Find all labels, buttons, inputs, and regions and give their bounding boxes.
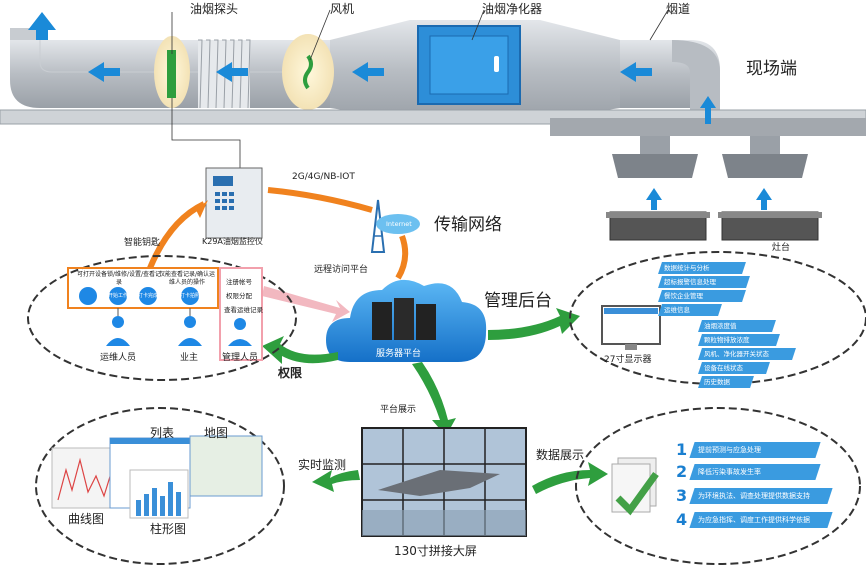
list-label: 列表 <box>150 426 175 440</box>
duct-system: ≈ ≈ <box>0 9 866 241</box>
backend-arrow <box>488 308 580 340</box>
step-2: 打卡拍照 <box>179 293 200 299</box>
server-label: 服务器平台 <box>376 349 422 359</box>
map-label: 地图 <box>204 426 229 440</box>
feature-top-0: 数据统计与分析 <box>658 262 746 274</box>
stoves: ≈ ≈ <box>606 199 822 241</box>
report-icon <box>611 457 659 516</box>
benefits-ellipse <box>575 407 861 565</box>
benefit-num-3: 3 <box>676 486 688 505</box>
onsite-label: 现场端 <box>746 59 797 79</box>
platform-show-label: 平台展示 <box>380 405 417 415</box>
line-chart-label: 曲线图 <box>68 512 105 526</box>
monitoring-charts <box>51 435 263 519</box>
ops-ellipse <box>27 255 297 381</box>
feature-bottom-1: 颗粒物排放浓度 <box>698 334 780 346</box>
wireless-link <box>267 187 373 213</box>
fan-label: 风机 <box>330 2 355 16</box>
fan-blade <box>303 54 313 90</box>
benefit-3: 为环境执法、调查处理提供数据支持 <box>689 488 833 504</box>
flow-left-text: 可打开设备锁/维修/设置/查看记录 <box>76 271 162 286</box>
realtime-arrow <box>312 470 360 492</box>
smart-key-link <box>147 201 206 270</box>
platform-arrow <box>412 362 456 436</box>
smart-key-label: 智能钥匙 <box>124 238 161 248</box>
probe-label: 油烟探头 <box>190 2 239 16</box>
bar-chart-label: 柱形图 <box>150 522 187 536</box>
up-arrow-outlet <box>28 12 56 40</box>
feature-bottom-2: 风机、净化器开关状态 <box>698 348 796 360</box>
benefit-4: 为应急指挥、调度工作提供科学依据 <box>689 512 833 528</box>
stove-label: 灶台 <box>772 243 791 253</box>
server-cloud <box>326 279 487 362</box>
airflow-arrows <box>28 12 772 210</box>
feature-top-2: 餐饮企业管理 <box>658 290 746 302</box>
left-arrow <box>88 62 120 82</box>
role-admin: 管理人员 <box>222 353 259 363</box>
feature-top-3: 运维信息 <box>658 304 722 316</box>
left-arrow <box>216 62 248 82</box>
permission-arrow <box>262 336 338 364</box>
internet-label: Internet <box>386 220 412 228</box>
monitor27-label: 27寸显示器 <box>604 355 652 365</box>
permission-label: 权限 <box>278 366 303 380</box>
realtime-label: 实时监测 <box>298 458 347 472</box>
remote-access-label: 远程访问平台 <box>314 265 369 275</box>
flow-mid-text: 仅能查看记录/确认运维人员的操作 <box>158 271 216 286</box>
network-label: 传输网络 <box>434 215 502 235</box>
big-screen-label: 130寸拼接大屏 <box>394 544 477 558</box>
admin-item-2: 查看运维记录 <box>224 306 263 314</box>
probe-sensor <box>167 50 176 98</box>
display-27 <box>601 305 661 350</box>
antenna-tower <box>370 199 420 253</box>
benefit-2: 降低污染事故发生率 <box>689 464 821 480</box>
feature-bottom-3: 设备在线状态 <box>698 362 770 374</box>
big-screen <box>361 427 527 537</box>
backend-label: 管理后台 <box>484 291 552 311</box>
step-1: 打卡完成 <box>137 293 158 299</box>
feature-bottom-4: 历史数据 <box>698 376 754 388</box>
flue-label: 烟道 <box>666 2 691 16</box>
k29a-monitor <box>205 167 263 239</box>
person-icons <box>106 316 252 346</box>
role-owner: 业主 <box>180 353 199 363</box>
left-arrow <box>620 62 652 82</box>
remote-access-arrow <box>262 286 350 322</box>
range-hoods <box>612 136 808 178</box>
admin-item-0: 注册帐号 <box>226 278 252 286</box>
monitoring-ellipse <box>35 407 285 565</box>
data-show-arrow <box>532 462 608 494</box>
feature-top-1: 超标报警信息处理 <box>658 276 750 288</box>
data-show-label: 数据展示 <box>536 448 585 462</box>
benefit-num-2: 2 <box>676 462 688 481</box>
up-arrow-flue <box>700 96 716 124</box>
ops-flow-box <box>67 267 219 309</box>
benefit-1: 提前预测与应急处理 <box>689 442 821 458</box>
benefit-num-1: 1 <box>676 440 688 459</box>
green-arrows <box>262 308 608 494</box>
step-0: 开始工作 <box>107 293 128 299</box>
left-arrow <box>352 62 384 82</box>
admin-item-1: 权限分配 <box>226 292 252 300</box>
purifier-label: 油烟净化器 <box>482 2 543 16</box>
monitor-label: K29A油烟监控仪 <box>202 237 263 246</box>
ceiling-beam <box>550 118 866 136</box>
role-ops: 运维人员 <box>100 353 137 363</box>
link-label: 2G/4G/NB-IOT <box>292 172 355 182</box>
flow-steps <box>79 287 199 305</box>
feature-bottom-0: 油烟浓度值 <box>698 320 776 332</box>
benefit-num-4: 4 <box>676 510 688 529</box>
network-link <box>395 234 409 280</box>
